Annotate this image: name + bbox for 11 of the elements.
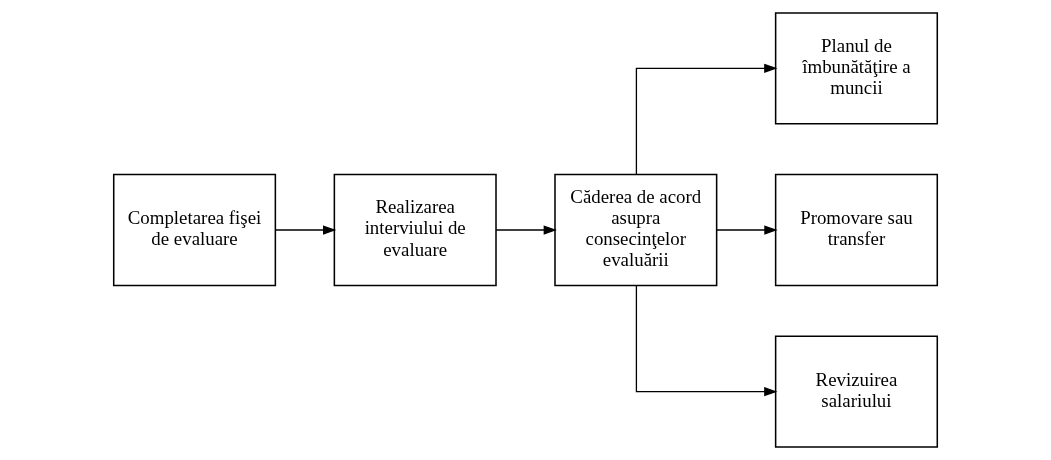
arrow [635,285,778,397]
arrow [274,225,337,235]
node-box: Căderea de acord asupra consecinţelor evaluării [554,173,718,287]
node-box: Completarea fişei de evaluare [112,173,277,287]
arrow [635,63,778,175]
node-box: Planul de îmbunătăţire a muncii [774,12,939,125]
arrow [716,225,778,235]
node-box: Revizuirea salariului [774,335,939,448]
node-box: Promovare sau transfer [774,173,939,287]
node-box: Realizarea interviului de evaluare [333,173,497,287]
arrow [495,225,557,235]
